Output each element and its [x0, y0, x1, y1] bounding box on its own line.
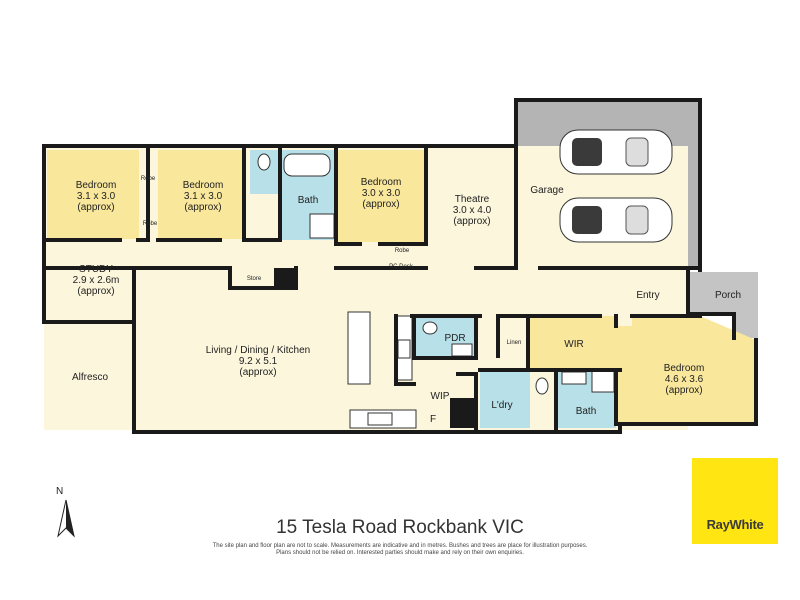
car-icon — [559, 129, 673, 175]
disclaimer-line: The site plan and floor plan are not to … — [212, 543, 588, 549]
robe2-label: Robe — [143, 221, 158, 227]
entry-label: Entry — [636, 290, 659, 301]
fridge-label: F — [430, 414, 436, 425]
robe3-label: Robe — [395, 248, 410, 254]
bath-ensuite-label: Bath — [576, 406, 597, 417]
laundry-label: L'dry — [491, 400, 512, 411]
fridge-space — [450, 398, 476, 428]
logo-text: RayWhite — [706, 517, 764, 532]
wir-label: WIR — [564, 339, 583, 350]
wip-label: WIP — [431, 391, 450, 402]
bedroom3-area — [336, 150, 426, 242]
robe1-label: Robe — [141, 176, 156, 182]
porch-label: Porch — [715, 290, 741, 301]
north-arrow-icon — [57, 499, 75, 538]
wir-area — [528, 316, 616, 372]
porch-area — [688, 272, 758, 338]
basin-icon — [561, 371, 587, 385]
laundry-area — [480, 370, 530, 428]
kitchen-island — [347, 311, 371, 385]
store-column — [274, 268, 296, 288]
pc-desk-label: PC Desk — [389, 264, 414, 270]
address-title: 15 Tesla Road Rockbank VIC — [276, 517, 524, 538]
toilet-icon — [422, 321, 438, 335]
north-label: N — [56, 486, 64, 497]
linen-label: Linen — [507, 340, 522, 346]
basin-icon — [451, 343, 473, 357]
disclaimer: The site plan and floor plan are not to … — [150, 543, 650, 557]
raywhite-logo: RayWhite — [692, 458, 778, 544]
alfresco-label: Alfresco — [72, 372, 109, 383]
car-icon — [559, 197, 673, 243]
ensuite-shower — [591, 369, 615, 393]
toilet-icon — [535, 377, 549, 395]
bedroom2-area — [158, 150, 244, 239]
walls — [42, 98, 758, 434]
sink — [367, 412, 393, 426]
store-label: Store — [247, 276, 262, 282]
garage-label: Garage — [530, 185, 564, 196]
cooktop — [397, 339, 411, 359]
bedroom1-area — [47, 150, 139, 239]
bathtub — [283, 153, 331, 177]
toilet-icon — [257, 153, 271, 171]
pdr-label: PDR — [444, 333, 465, 344]
shower — [309, 213, 335, 239]
disclaimer-line: Plans should not be relied on. Intereste… — [276, 550, 524, 556]
bath-main-label: Bath — [298, 195, 319, 206]
